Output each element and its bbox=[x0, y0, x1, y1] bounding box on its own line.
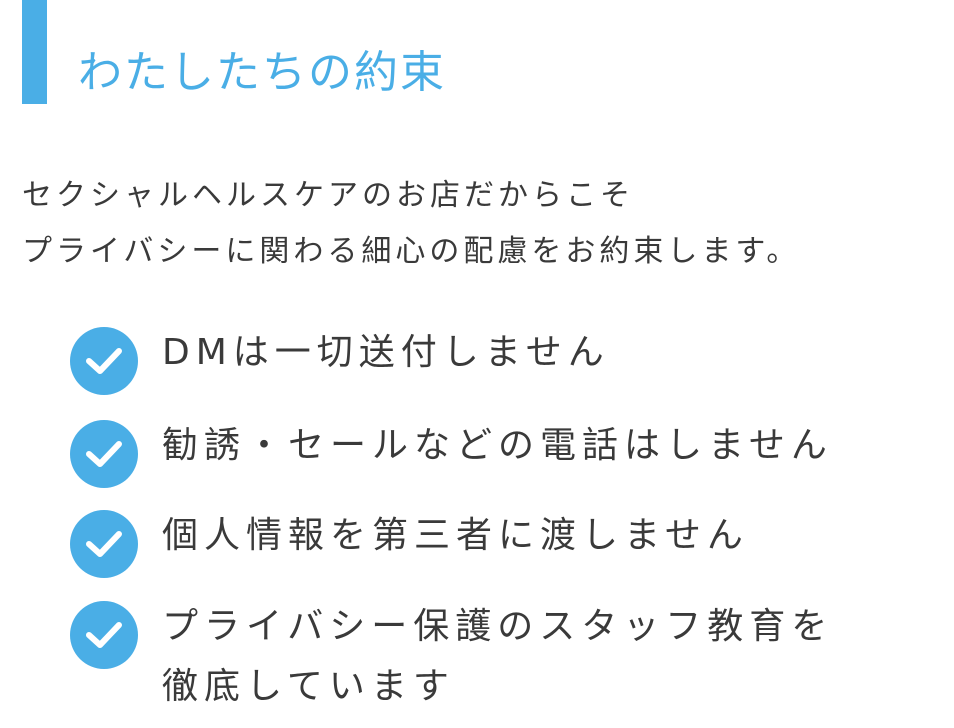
promise-text: DMは一切送付しません bbox=[162, 332, 610, 373]
promise-text: 勧誘・セールなどの電話はしません bbox=[162, 425, 833, 466]
check-circle-icon bbox=[70, 420, 138, 488]
promise-text: プライバシー保護のスタッフ教育を bbox=[162, 606, 834, 647]
intro-line: セクシャルヘルスケアのお店だからこそ bbox=[22, 178, 634, 213]
promise-item: 個人情報を第三者に渡しません bbox=[70, 510, 749, 578]
intro-line: プライバシーに関わる細心の配慮をお約束します。 bbox=[22, 234, 801, 269]
promise-text: 個人情報を第三者に渡しません bbox=[162, 515, 749, 556]
promise-item: プライバシー保護のスタッフ教育を 徹底しています bbox=[70, 601, 833, 717]
heading-accent-bar bbox=[22, 0, 47, 104]
check-circle-icon bbox=[70, 510, 138, 578]
promise-text: 徹底しています bbox=[162, 666, 455, 707]
intro-text: セクシャルヘルスケアのお店だからこそ プライバシーに関わる細心の配慮をお約束しま… bbox=[22, 168, 800, 280]
promise-item: 勧誘・セールなどの電話はしません bbox=[70, 420, 833, 488]
check-circle-icon bbox=[70, 327, 138, 395]
promise-item: DMは一切送付しません bbox=[70, 327, 610, 395]
check-circle-icon bbox=[70, 601, 138, 669]
page-title: わたしたちの約束 bbox=[78, 47, 446, 98]
